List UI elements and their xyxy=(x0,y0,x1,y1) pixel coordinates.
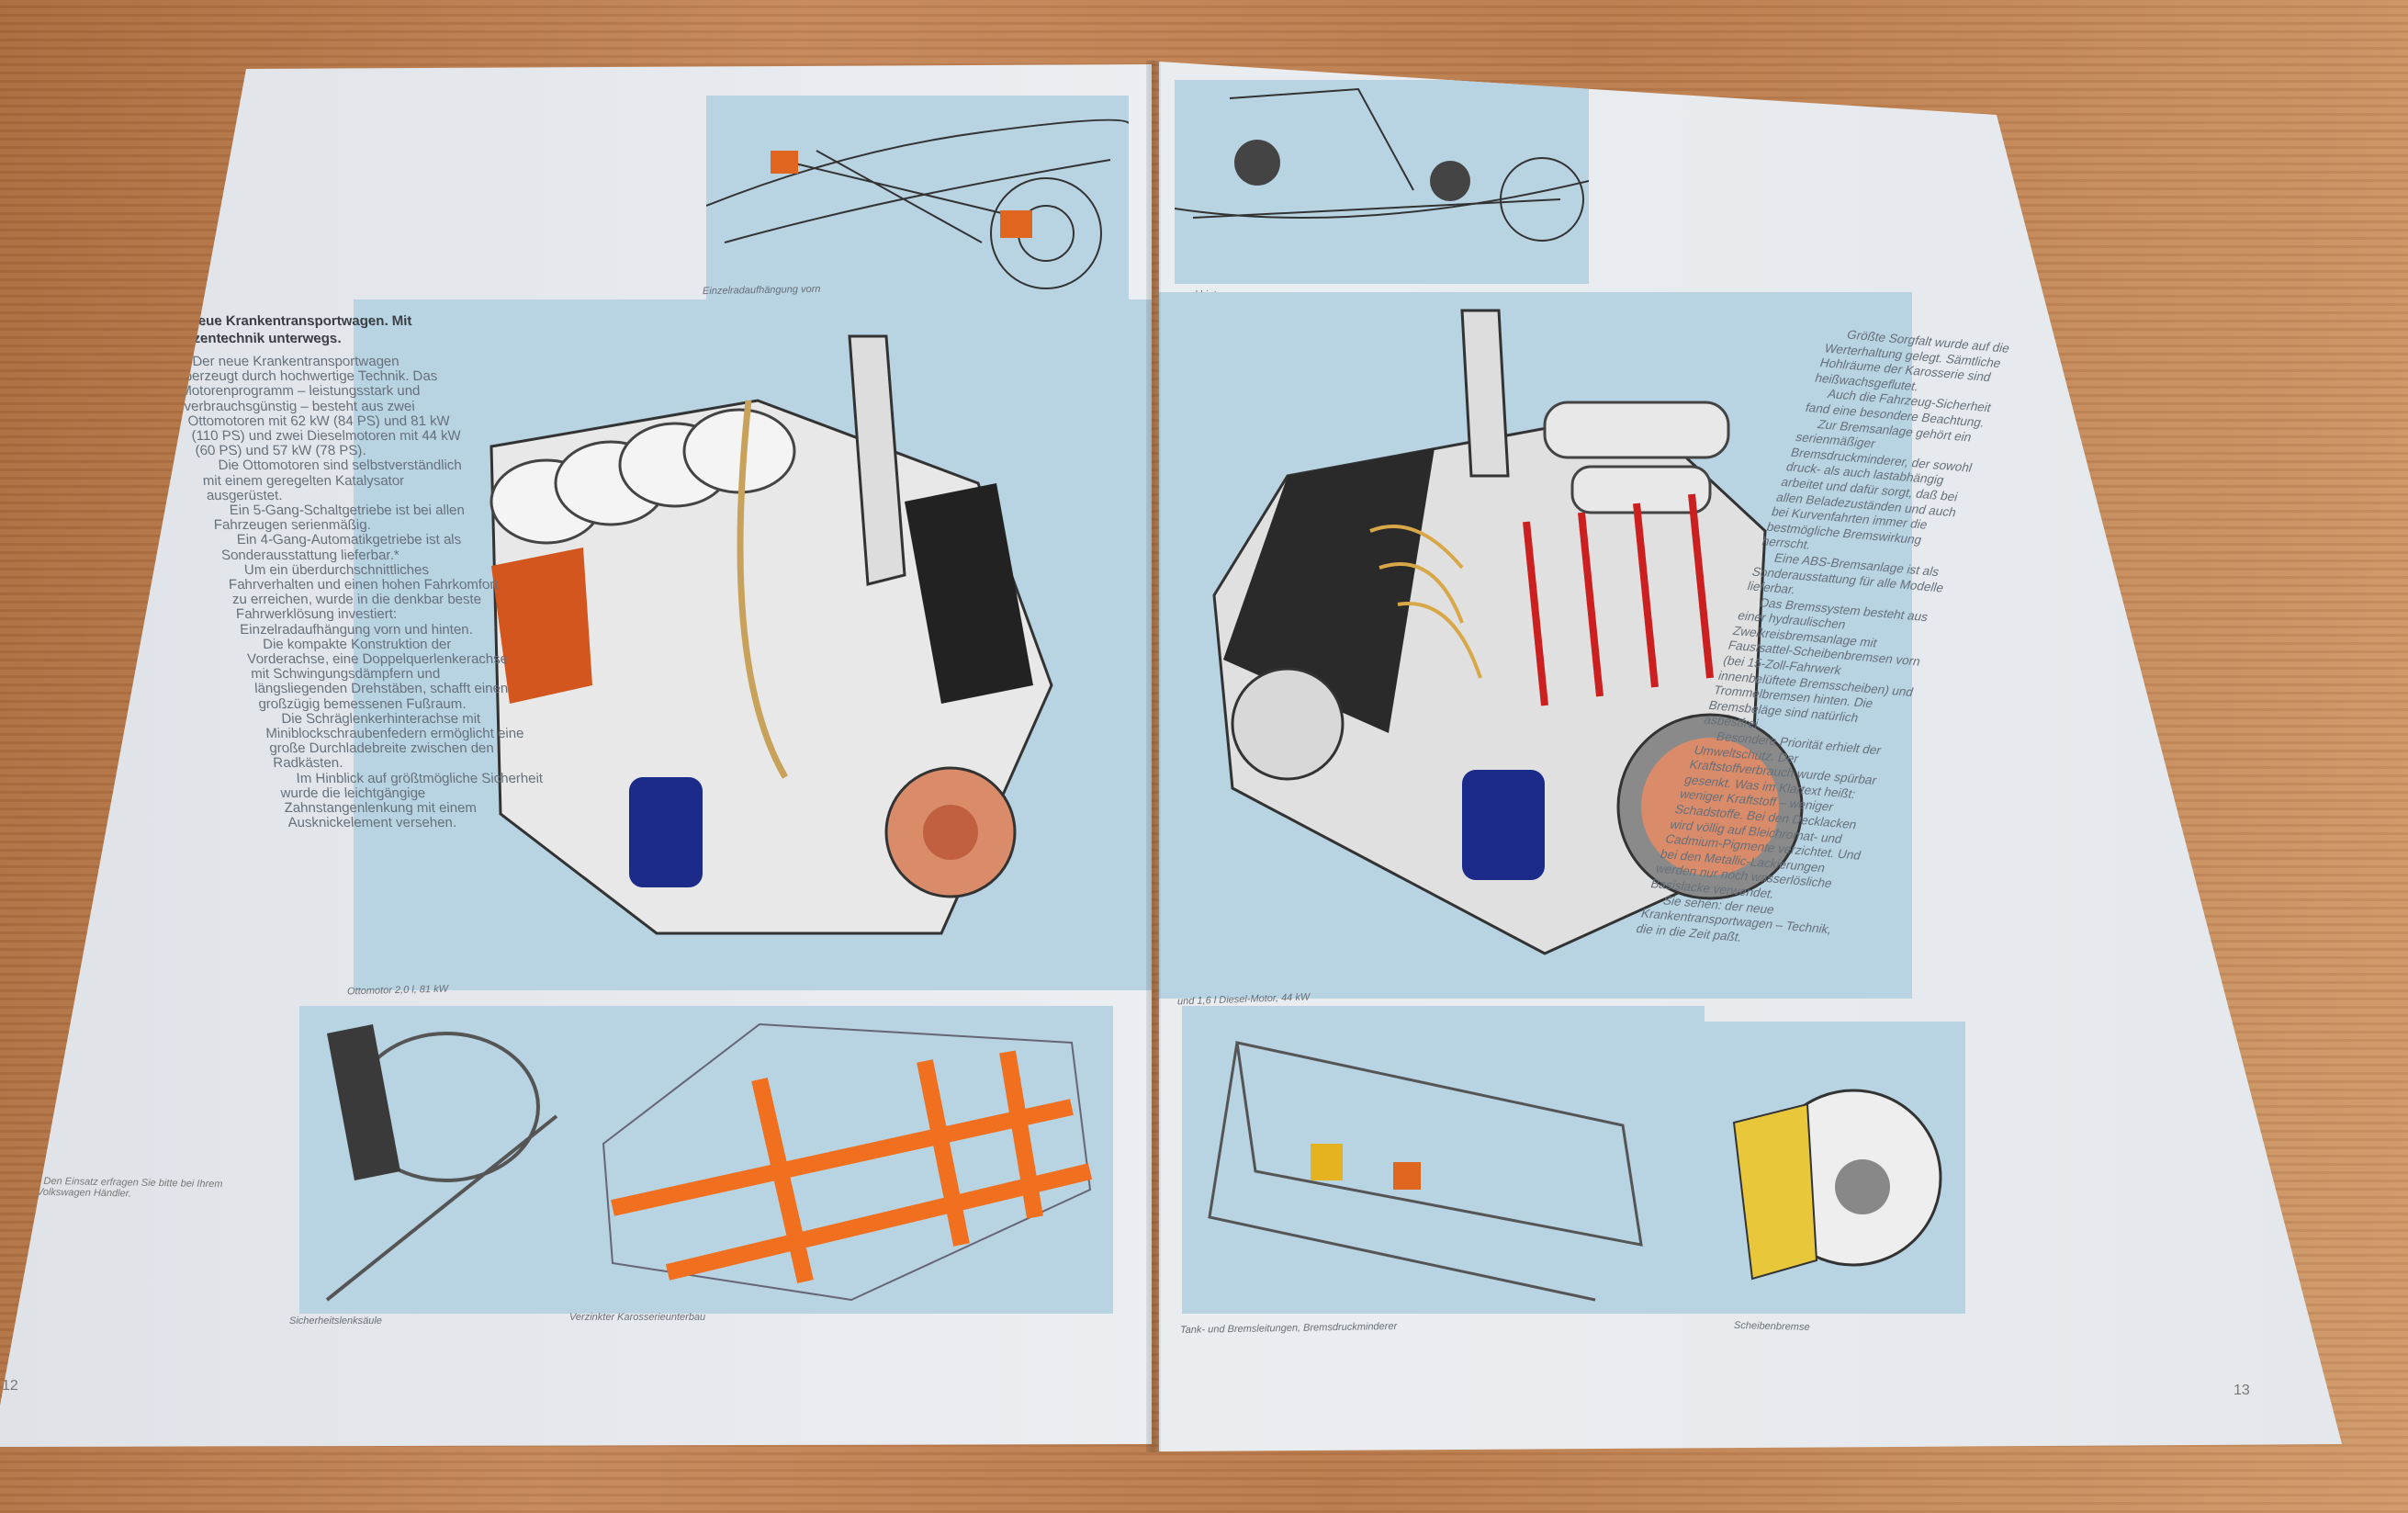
caption-disc-brake: Scheibenbremse xyxy=(1733,1319,1810,1334)
body-underframe-illustration xyxy=(576,1006,1113,1314)
front-suspension-illustration xyxy=(706,96,1129,299)
page-number-right: 13 xyxy=(2234,1383,2250,1398)
steering-column-illustration xyxy=(299,1006,583,1314)
disc-brake-illustration xyxy=(1697,1022,1965,1314)
caption-front-suspension: Einzelradaufhängung vorn xyxy=(702,283,821,298)
brochure-spine xyxy=(1146,61,1161,1452)
caption-brake-lines: Tank- und Bremsleitungen, Bremsdruckmind… xyxy=(1179,1320,1398,1337)
paragraph: Der neue Krankentransportwagen überzeugt… xyxy=(174,354,463,459)
paragraph: Zur Bremsanlage gehört ein serienmäßiger… xyxy=(1760,416,1975,552)
paragraph: Im Hinblick auf größtmögliche Sicherheit… xyxy=(278,770,546,831)
paragraph: Die kompakte Konstruktion der Vorderachs… xyxy=(245,636,511,712)
footnote: * Den Einsatz erfragen Sie bitte bei Ihr… xyxy=(36,1175,223,1200)
caption-petrol-engine: Ottomotor 2,0 l, 81 kW xyxy=(346,983,449,998)
fuel-brake-lines-illustration xyxy=(1182,1006,1705,1314)
petrol-engine-illustration xyxy=(354,299,1152,990)
page-number-left: 12 xyxy=(2,1378,18,1394)
paragraph: Ein 5-Gang-Schaltgetriebe ist bei allen … xyxy=(211,502,467,534)
article-heading: Der neue Krankentransportwagen. Mit Spit… xyxy=(161,313,414,346)
caption-underframe: Verzinkter Karosserieunterbau xyxy=(569,1312,706,1323)
caption-steering-column: Sicherheitslenksäule xyxy=(289,1315,382,1327)
paragraph: Ein 4-Gang-Automatikgetriebe ist als Son… xyxy=(219,532,464,563)
paragraph: Um ein überdurchschnittliches Fahrverhal… xyxy=(226,561,501,638)
rear-suspension-illustration xyxy=(1175,80,1589,284)
paragraph: Die Schräglenkerhinterachse mit Minibloc… xyxy=(264,710,526,772)
paragraph: Die Ottomotoren sind selbstverständlich … xyxy=(200,457,464,503)
diesel-engine-illustration xyxy=(1159,292,1912,999)
